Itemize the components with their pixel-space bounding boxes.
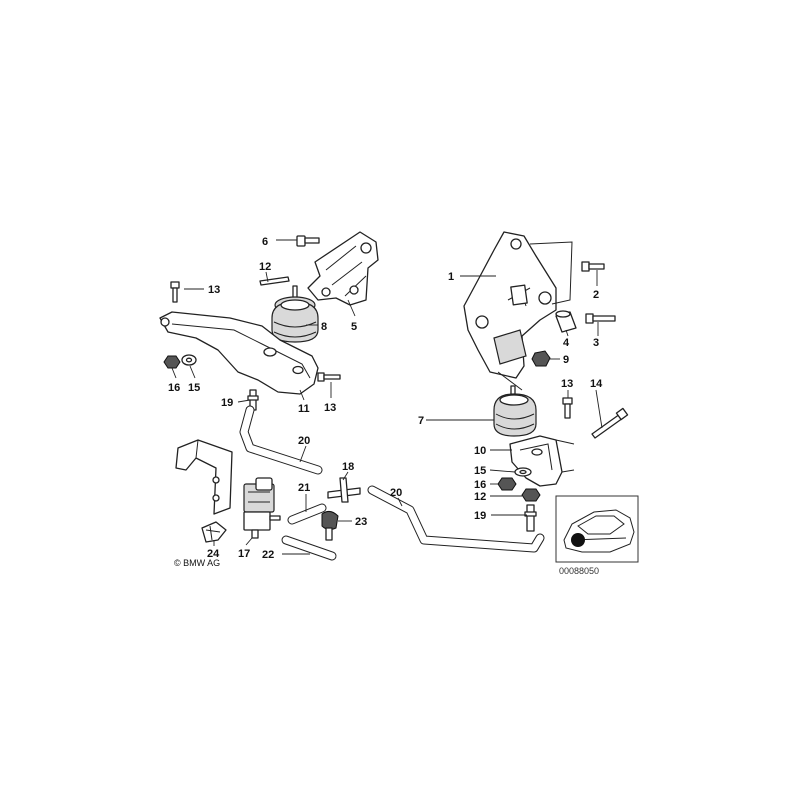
callout-21: 21 xyxy=(298,482,310,494)
callout-13-arm: 13 xyxy=(324,402,336,414)
nut-16-left xyxy=(163,355,181,369)
callout-5: 5 xyxy=(351,321,357,333)
washer-15-right xyxy=(514,467,532,477)
copyright-text: © BMW AG xyxy=(174,558,220,568)
connector-19-right xyxy=(524,504,537,532)
callout-19-right: 19 xyxy=(474,510,486,522)
engine-mount-7 xyxy=(493,385,537,437)
callout-11: 11 xyxy=(298,403,310,415)
callout-9: 9 xyxy=(563,354,569,366)
washer-15-left xyxy=(181,354,197,366)
valve-17 xyxy=(243,477,281,539)
callout-17: 17 xyxy=(238,548,250,560)
vehicle-location-inset xyxy=(555,495,639,563)
sleeve-4 xyxy=(555,310,577,333)
callout-6: 6 xyxy=(262,236,268,248)
callout-12-right: 12 xyxy=(474,491,486,503)
valve-bracket xyxy=(175,439,233,515)
callout-1: 1 xyxy=(448,271,454,283)
stud-12-left xyxy=(259,276,290,286)
callout-14: 14 xyxy=(590,378,603,390)
callout-4: 4 xyxy=(563,337,570,349)
tee-18 xyxy=(327,477,361,503)
callout-18: 18 xyxy=(342,461,354,473)
callout-22: 22 xyxy=(262,549,274,561)
nut-12-right xyxy=(521,488,541,502)
bolt-14 xyxy=(591,407,629,439)
diagram-code: 00088050 xyxy=(559,566,599,576)
engine-bracket-right xyxy=(463,231,573,391)
bolt-13-right xyxy=(562,397,573,419)
callout-8: 8 xyxy=(321,321,327,333)
callout-15-left: 15 xyxy=(188,382,200,394)
nut-9 xyxy=(531,350,551,367)
hose-20-left xyxy=(239,405,323,475)
engine-bracket-left xyxy=(307,231,379,306)
bolt-3 xyxy=(585,313,616,324)
support-arm-11 xyxy=(159,311,319,395)
nut-16-right xyxy=(497,477,517,491)
callout-10: 10 xyxy=(474,445,486,457)
callout-24: 24 xyxy=(207,548,220,560)
support-10 xyxy=(509,435,575,487)
callout-16-left: 16 xyxy=(168,382,180,394)
callout-labels: 1 2 3 4 5 6 7 8 9 10 11 12 12 13 13 13 1… xyxy=(168,236,603,561)
callout-3: 3 xyxy=(593,337,599,349)
hose-21 xyxy=(287,503,327,525)
callout-13-top: 13 xyxy=(208,284,220,296)
hose-20-right xyxy=(367,485,545,553)
location-marker xyxy=(571,533,585,547)
callout-7: 7 xyxy=(418,415,424,427)
hose-22 xyxy=(281,535,337,561)
callout-13-right: 13 xyxy=(561,378,573,390)
bolt-2 xyxy=(581,261,605,272)
callout-2: 2 xyxy=(593,289,599,301)
bolt-13-arm xyxy=(317,372,341,382)
callout-12-left: 12 xyxy=(259,261,271,273)
callout-19-left: 19 xyxy=(221,397,233,409)
callout-20-left: 20 xyxy=(298,435,310,447)
clamp-23 xyxy=(321,510,339,541)
callout-20-right: 20 xyxy=(390,487,402,499)
bolt-13-top xyxy=(170,281,180,303)
leader-lines xyxy=(171,239,603,555)
bolt-6 xyxy=(296,235,320,247)
engine-mount-8 xyxy=(271,285,319,343)
clip-24 xyxy=(201,521,227,543)
callout-23: 23 xyxy=(355,516,367,528)
callout-15-right: 15 xyxy=(474,465,486,477)
callout-16-right: 16 xyxy=(474,479,486,491)
